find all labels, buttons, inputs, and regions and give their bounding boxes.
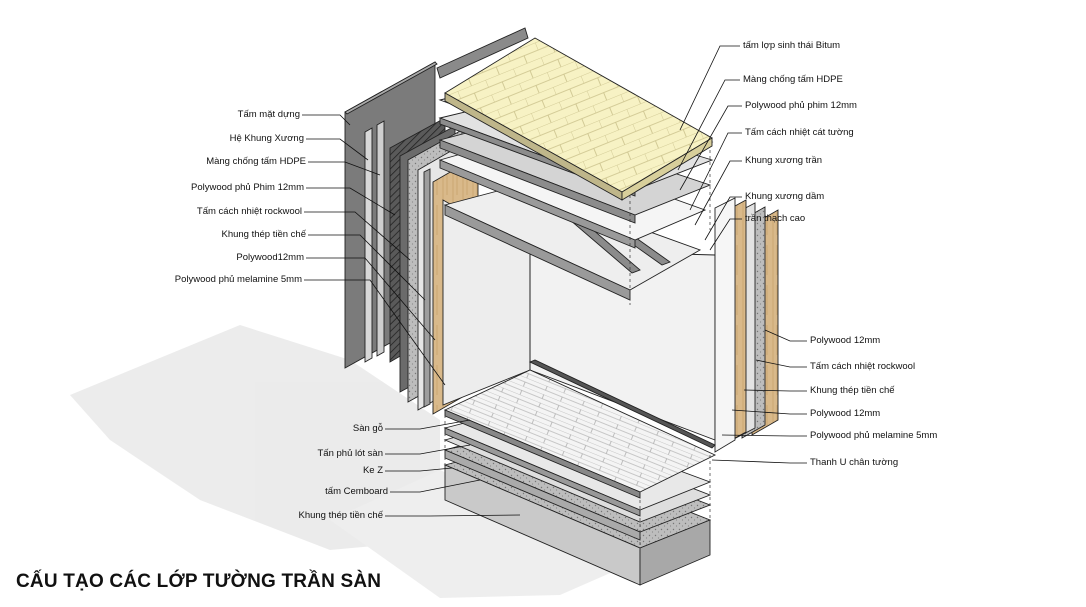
floor-layers: [443, 359, 717, 586]
dashed-guides: [444, 150, 711, 550]
frame-bar: [376, 120, 385, 357]
label-roof-4: Khung xương trần: [745, 155, 823, 166]
left-wall-layers: [344, 61, 531, 415]
label-right-3: Polywood 12mm: [810, 408, 881, 419]
label-roof-1: Màng chống tấm HDPE: [743, 74, 843, 85]
ground-shadow: [70, 325, 640, 598]
diagram-title: CẤU TẠO CÁC LỚP TƯỜNG TRẦN SÀN: [16, 571, 382, 592]
label-roof-6: trần thạch cao: [745, 213, 806, 224]
label-right-2: Khung thép tiền chế: [810, 385, 895, 396]
label-left-0: Tấm mặt dựng: [237, 109, 300, 120]
label-right-4: Polywood phủ melamine 5mm: [810, 430, 938, 441]
label-roof-0: tấm lợp sinh thái Bitum: [743, 40, 841, 51]
label-left-2: Màng chống tấm HDPE: [206, 156, 306, 167]
label-floor-4: Khung thép tiền chế: [298, 510, 383, 521]
label-left-3: Polywood phủ Phim 12mm: [191, 182, 304, 193]
label-roof-2: Polywood phủ phim 12mm: [745, 100, 857, 111]
label-roof-5: Khung xương dầm: [745, 191, 825, 202]
label-floor-3: tấm Cemboard: [325, 486, 388, 497]
label-right-0: Polywood 12mm: [810, 335, 881, 346]
label-right-1: Tấm cách nhiệt rockwool: [810, 361, 916, 372]
label-left-5: Khung thép tiền chế: [221, 229, 306, 240]
right-wall-layers: [714, 197, 779, 453]
label-left-6: Polywood12mm: [236, 252, 304, 263]
label-left-1: Hệ Khung Xương: [229, 133, 304, 144]
label-roof-3: Tấm cách nhiệt cát tường: [745, 127, 854, 138]
label-left-4: Tấm cách nhiệt rockwool: [196, 206, 302, 217]
label-floor-0: Sàn gỗ: [352, 423, 383, 434]
label-left-7: Polywood phủ melamine 5mm: [174, 274, 302, 285]
label-right-5: Thanh U chân tường: [810, 457, 899, 468]
label-floor-2: Ke Z: [362, 465, 383, 476]
label-floor-1: Tấn phủ lót sàn: [317, 448, 384, 459]
roof-layers: [436, 27, 714, 301]
leader-lines: [302, 45, 807, 517]
r-melamine: [714, 197, 736, 453]
frame-bar: [364, 127, 373, 363]
